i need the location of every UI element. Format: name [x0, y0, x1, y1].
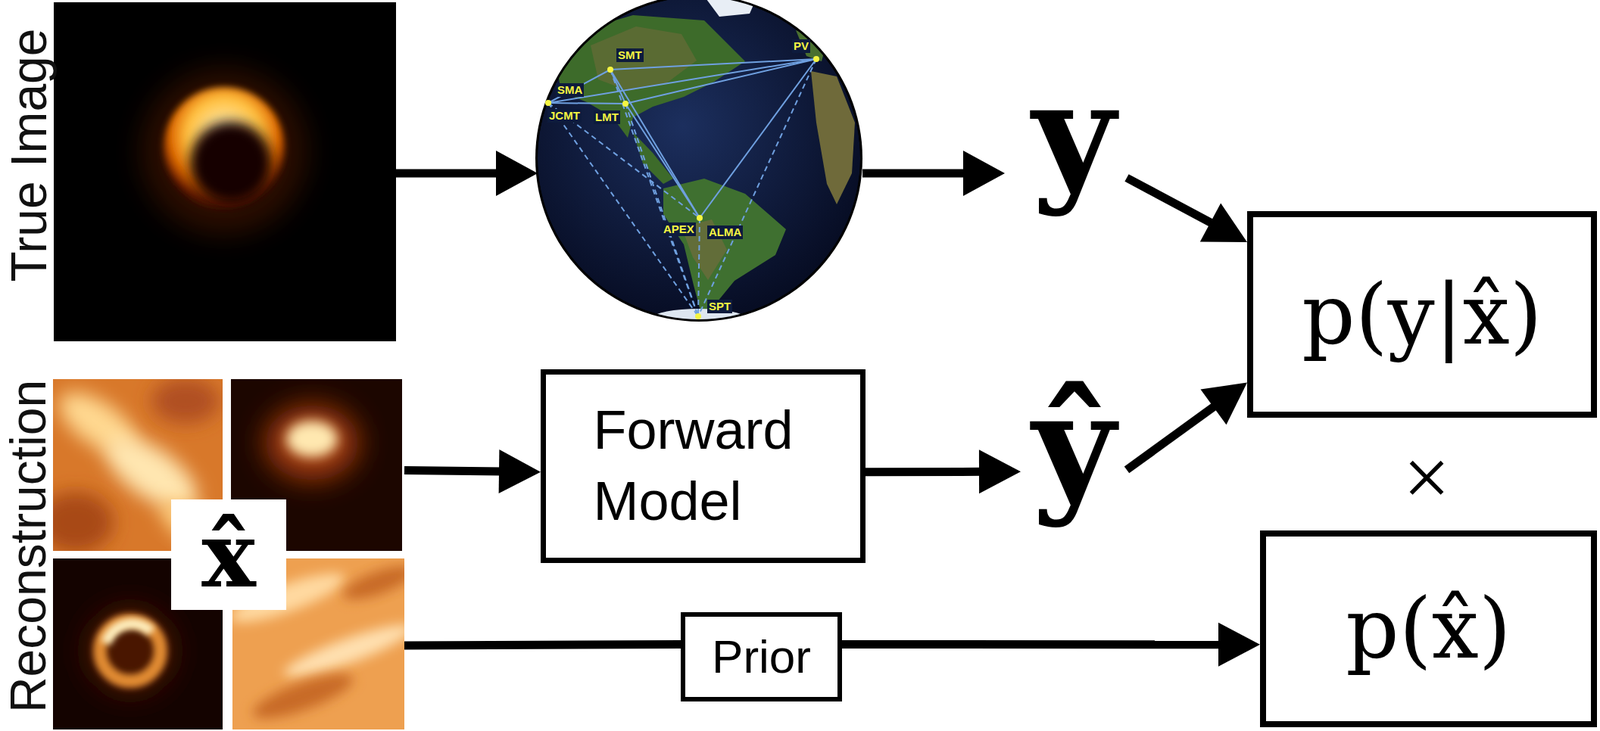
connector-arrow [865, 449, 1021, 494]
arrow-head [1218, 623, 1261, 668]
connector-line [842, 640, 1222, 649]
connector-line [404, 644, 681, 646]
row-label: Reconstruction [3, 380, 54, 714]
reconstruction-group: x̂ [53, 379, 405, 730]
station-label: SMA [555, 83, 584, 97]
connector-line [1126, 177, 1214, 225]
connector-line [1126, 405, 1217, 471]
multiply-sign: × [1403, 436, 1451, 520]
arrow-head [1200, 383, 1248, 426]
flow-arrow [862, 150, 1005, 197]
arrow-head [979, 449, 1021, 494]
station-label: JCMT [547, 109, 582, 123]
connector-line [404, 470, 503, 472]
station-label: SMT [616, 48, 644, 63]
station-label: LMT [593, 110, 621, 125]
connector-arrow [404, 449, 541, 494]
station-label: SPT [707, 299, 733, 314]
likelihood-box: p(y|x̂) [1247, 211, 1597, 418]
station-label: APEX [661, 222, 696, 237]
node-text: p(y|x̂) [1301, 265, 1543, 365]
process-box: Forward Model [540, 369, 866, 564]
connector-arrow [1126, 383, 1248, 471]
row-label: True Image [3, 28, 54, 282]
variable-symbol: y [1020, 48, 1127, 222]
arrow-head [1200, 202, 1248, 242]
station-label: ALMA [707, 225, 743, 240]
connector-arrow [842, 623, 1261, 668]
station-label: PV [792, 39, 811, 54]
node-text: x̂ [171, 499, 287, 611]
node-text: p(x̂) [1345, 579, 1511, 680]
connector-line [865, 467, 983, 477]
process-box: Prior [680, 612, 843, 702]
prior-probability-box: p(x̂) [1260, 530, 1597, 728]
node-text: Forward Model [593, 395, 814, 537]
arrow-head [499, 449, 541, 494]
black-hole-image [53, 2, 397, 342]
node-text: ŷ [1032, 359, 1116, 533]
node-text: Prior [711, 629, 811, 686]
earth-globe [535, 0, 863, 328]
connector-arrow [404, 644, 681, 646]
node-text: y [1032, 48, 1116, 222]
flow-arrow [396, 150, 538, 197]
variable-symbol: ŷ [1020, 359, 1127, 533]
connector-arrow [1126, 177, 1248, 243]
